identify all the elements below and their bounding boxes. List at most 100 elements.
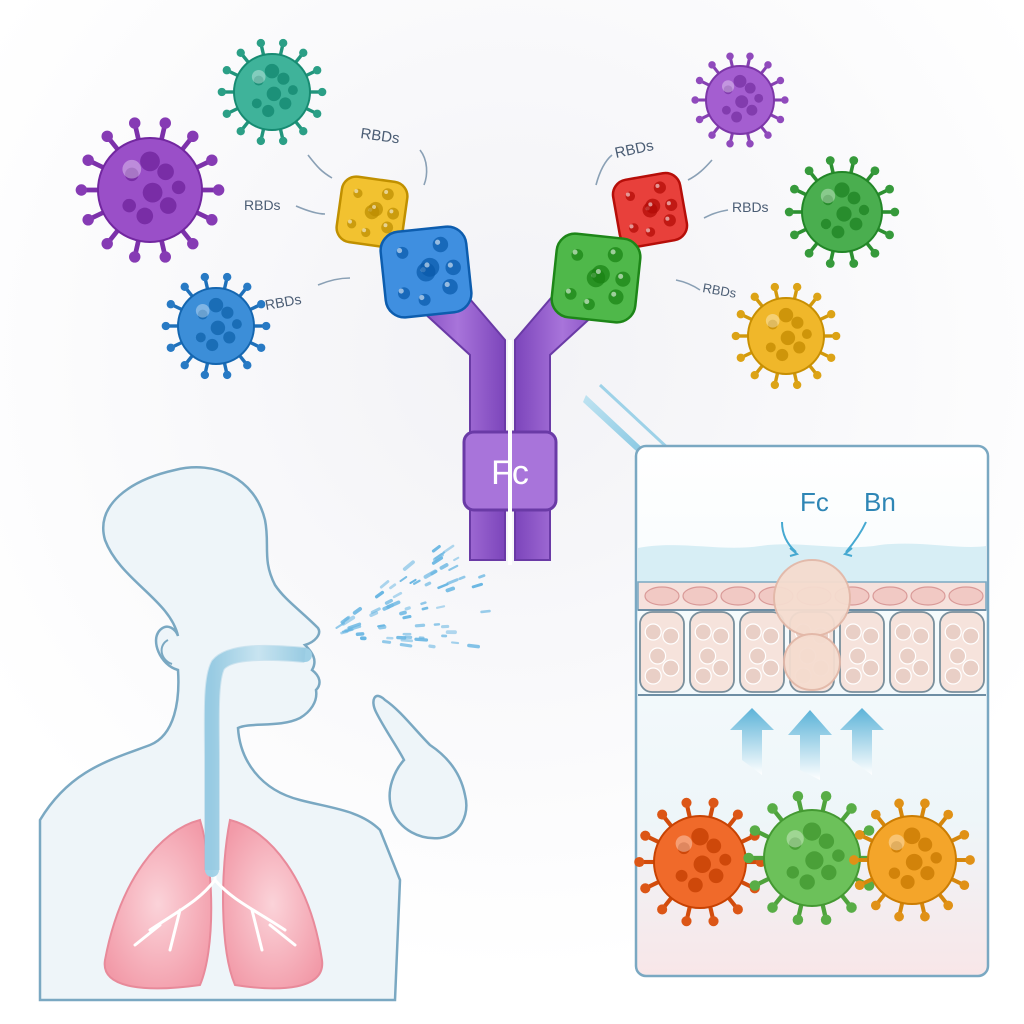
- spray-droplet: [402, 560, 415, 571]
- person-illustration: [38, 466, 468, 1002]
- rbd-label-top-left: RBDs: [359, 125, 400, 147]
- rbd-label-mid-right: RBDs: [732, 199, 769, 215]
- epithelial-cell: [639, 611, 685, 693]
- inset-fc-label: Fc: [800, 487, 829, 517]
- virus-particles: [75, 38, 900, 390]
- nasal-spray-mist: [335, 544, 491, 649]
- spray-droplet: [341, 615, 356, 626]
- person-outline: [38, 466, 402, 1002]
- spray-droplet: [446, 578, 459, 585]
- spray-droplet: [414, 637, 429, 642]
- fc-label: Fc: [491, 454, 529, 492]
- spray-droplet: [420, 601, 427, 606]
- antibody: Fc: [408, 268, 612, 565]
- top-cell: [720, 586, 756, 606]
- spray-droplet: [392, 591, 403, 599]
- spray-droplet: [402, 614, 412, 620]
- domain-right-outer: [611, 171, 689, 249]
- spray-droplet: [413, 579, 421, 585]
- binding-domains: [335, 171, 689, 324]
- top-cell: [948, 586, 984, 606]
- spray-droplet: [448, 564, 459, 571]
- spray-droplet: [381, 640, 392, 644]
- airway-tube: [204, 645, 312, 877]
- epithelial-cell: [739, 611, 785, 693]
- spray-droplet: [389, 583, 397, 590]
- left-lung: [103, 818, 213, 990]
- spray-droplet: [379, 580, 390, 589]
- spray-droplet: [374, 590, 385, 599]
- spray-droplet: [480, 609, 491, 614]
- virus-purple-left: [75, 117, 225, 263]
- spray-droplet: [478, 574, 486, 579]
- top-cell: [872, 586, 908, 606]
- spray-droplet: [450, 641, 460, 645]
- upward-arrows: [730, 708, 884, 780]
- domain-left-inner: [379, 225, 473, 319]
- virus-yellow: [731, 282, 841, 390]
- spray-droplet: [453, 556, 460, 562]
- spray-droplet: [404, 606, 411, 611]
- spray-droplet: [369, 611, 379, 617]
- spray-droplet: [467, 643, 481, 649]
- spray-droplet: [399, 642, 413, 648]
- top-cell: [682, 586, 718, 606]
- spray-droplet: [458, 575, 466, 581]
- spray-droplet: [378, 624, 387, 630]
- spray-droplet: [347, 622, 362, 630]
- spray-droplet: [471, 582, 484, 589]
- spray-droplet: [399, 610, 407, 616]
- epithelial-cell: [839, 611, 885, 693]
- spray-droplet: [432, 552, 444, 562]
- spray-droplet: [431, 544, 441, 553]
- spray-droplet: [414, 623, 426, 628]
- spray-droplet: [344, 628, 354, 633]
- inset-viruses: [634, 790, 975, 927]
- spray-droplet: [343, 615, 351, 622]
- transcytosis-vesicle-top: [773, 559, 851, 637]
- inset-bn-label: Bn: [864, 487, 896, 517]
- spray-droplet: [352, 606, 363, 615]
- spray-droplet: [421, 606, 429, 611]
- spray-droplet: [428, 644, 436, 649]
- spray-droplet: [445, 586, 456, 593]
- spray-droplet: [335, 622, 345, 629]
- inset-virus-green: [743, 790, 881, 926]
- epithelial-cell: [939, 611, 985, 693]
- virus-teal: [217, 38, 327, 146]
- spray-droplet: [436, 605, 446, 609]
- right-lung: [222, 818, 324, 990]
- spray-droplet: [439, 563, 449, 570]
- top-cell: [644, 586, 680, 606]
- virus-green: [784, 156, 900, 268]
- spray-droplet: [431, 556, 444, 565]
- rbd-label-low-left: RBDs: [264, 291, 303, 313]
- spray-droplet: [442, 544, 455, 554]
- spray-droplet: [370, 607, 381, 614]
- spray-droplet: [423, 569, 437, 579]
- spray-droplet: [424, 581, 432, 587]
- transcytosis-vesicle-bottom: [783, 633, 841, 691]
- spray-droplet: [399, 576, 408, 583]
- rbd-label-mid-left: RBDs: [244, 197, 281, 213]
- domain-left-outer: [335, 175, 409, 249]
- spray-droplet: [386, 600, 401, 609]
- virus-purple-right: [691, 52, 789, 148]
- inset-virus-amber: [849, 798, 975, 922]
- rbd-labels: [295, 149, 729, 291]
- rbd-label-low-right: RBDs: [701, 280, 738, 301]
- spray-droplet: [384, 598, 393, 605]
- top-cell: [910, 586, 946, 606]
- spray-droplet: [377, 624, 386, 628]
- spray-droplet: [437, 582, 449, 590]
- spray-droplet: [409, 578, 417, 584]
- mucosal-transport-inset: Fc Bn: [634, 444, 990, 978]
- epithelial-cell: [689, 611, 735, 693]
- virus-blue: [161, 272, 271, 380]
- spray-droplet: [400, 638, 413, 643]
- domain-right-inner: [550, 232, 642, 324]
- epithelial-cell: [889, 611, 935, 693]
- hand: [372, 694, 468, 840]
